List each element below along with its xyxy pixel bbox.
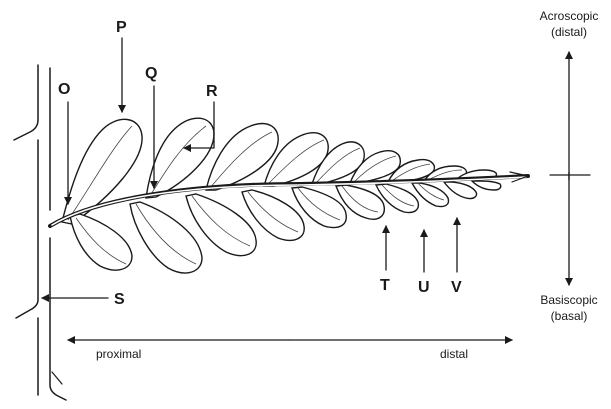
label-U: U	[418, 279, 430, 296]
label-P: P	[116, 19, 127, 36]
acro-basi-axis	[550, 52, 590, 285]
label-S: S	[114, 291, 125, 308]
label-R: R	[206, 83, 218, 100]
pinnule-lower-9	[444, 182, 477, 199]
acroscopic-sublabel: (distal)	[551, 25, 587, 39]
label-T: T	[380, 277, 390, 294]
acroscopic-label: Acroscopic	[540, 9, 599, 23]
basiscopic-sublabel: (basal)	[551, 309, 588, 323]
label-V: V	[451, 279, 462, 296]
pinnule-upper-1	[62, 119, 142, 224]
distal-label: distal	[440, 347, 468, 361]
proximal-label: proximal	[96, 347, 141, 361]
label-O: O	[58, 81, 70, 98]
pinnule-lower-10	[472, 181, 501, 190]
label-Q: Q	[145, 65, 157, 82]
basiscopic-label: Basiscopic	[540, 293, 597, 307]
pinnules	[62, 118, 501, 273]
rachis	[14, 65, 66, 400]
